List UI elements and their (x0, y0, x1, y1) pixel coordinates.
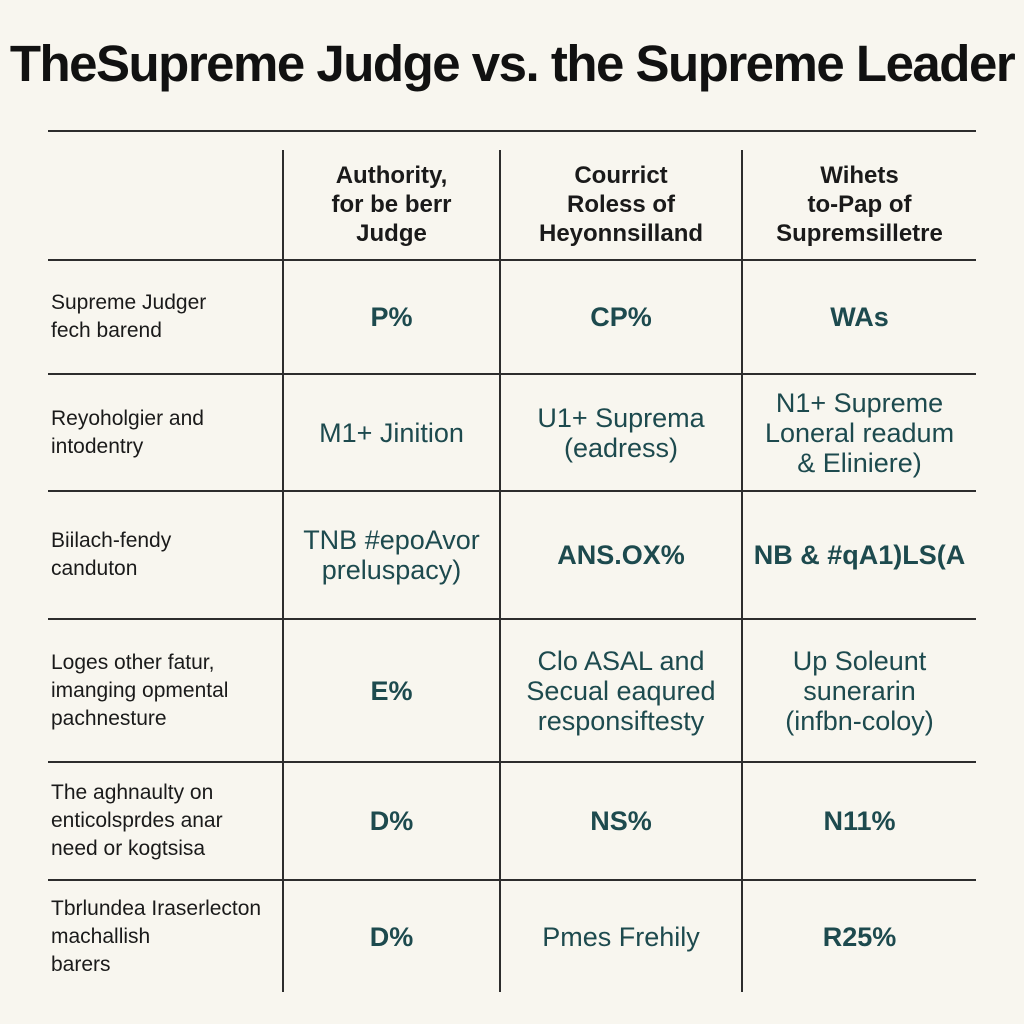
row-label: Tbrlundea Iraserlecton machallish barers (51, 896, 262, 976)
column-header-court-roles: Courrict Roless of Heyonnsilland (538, 162, 704, 247)
table-cell: D% (369, 921, 414, 952)
table-cell: CP% (590, 302, 652, 332)
row-label: Loges other fatur, imanging opmental pac… (51, 650, 229, 730)
column-header-authority: Authority, for be berr Judge (331, 162, 452, 247)
row-label: Supreme Judger fech barend (51, 291, 207, 342)
row-divider (48, 373, 976, 375)
column-divider (282, 150, 284, 992)
column-divider (499, 150, 501, 992)
table-cell: N1+ Supreme Loneral readum & Eliniere) (764, 387, 955, 478)
row-label: Reyoholgier and intodentry (51, 406, 204, 458)
table-cell: U1+ Suprema (eadress) (537, 402, 705, 463)
table-cell: WAs (830, 302, 889, 332)
table-cell: M1+ Jinition (319, 417, 464, 448)
table-cell: NS% (590, 806, 652, 836)
table-cell: ANS.OX% (557, 540, 685, 570)
table-cell: P% (370, 302, 413, 332)
row-label: Biilach-fendy canduton (51, 529, 172, 580)
table-cell: R25% (822, 921, 897, 952)
top-rule (48, 130, 976, 132)
table-cell: N11% (823, 806, 896, 836)
table-cell: Up Soleunt sunerarin (infbn-coloy) (785, 645, 934, 736)
row-label: The aghnaulty on enticolsprdes anar need… (51, 781, 223, 860)
table-cell: E% (370, 675, 413, 706)
table-cell: Clo ASAL and Secual eaqured responsiftes… (526, 645, 716, 736)
page-title: TheSupreme Judge vs. the Supreme Leader (9, 35, 1016, 92)
row-divider (48, 761, 976, 763)
column-divider (741, 150, 743, 992)
row-divider (48, 259, 976, 261)
row-divider (48, 879, 976, 881)
table-cell: TNB #epoAvor preluspacy) (303, 525, 480, 585)
table-cell: NB & #qA1)LS(A (753, 540, 966, 570)
row-divider (48, 618, 976, 620)
table-cell: D% (369, 806, 414, 836)
column-header-supreme-leader: Wihets to-Pap of Supremsilletre (776, 162, 943, 247)
table-cell: Pmes Frehily (542, 921, 700, 952)
row-divider (48, 490, 976, 492)
